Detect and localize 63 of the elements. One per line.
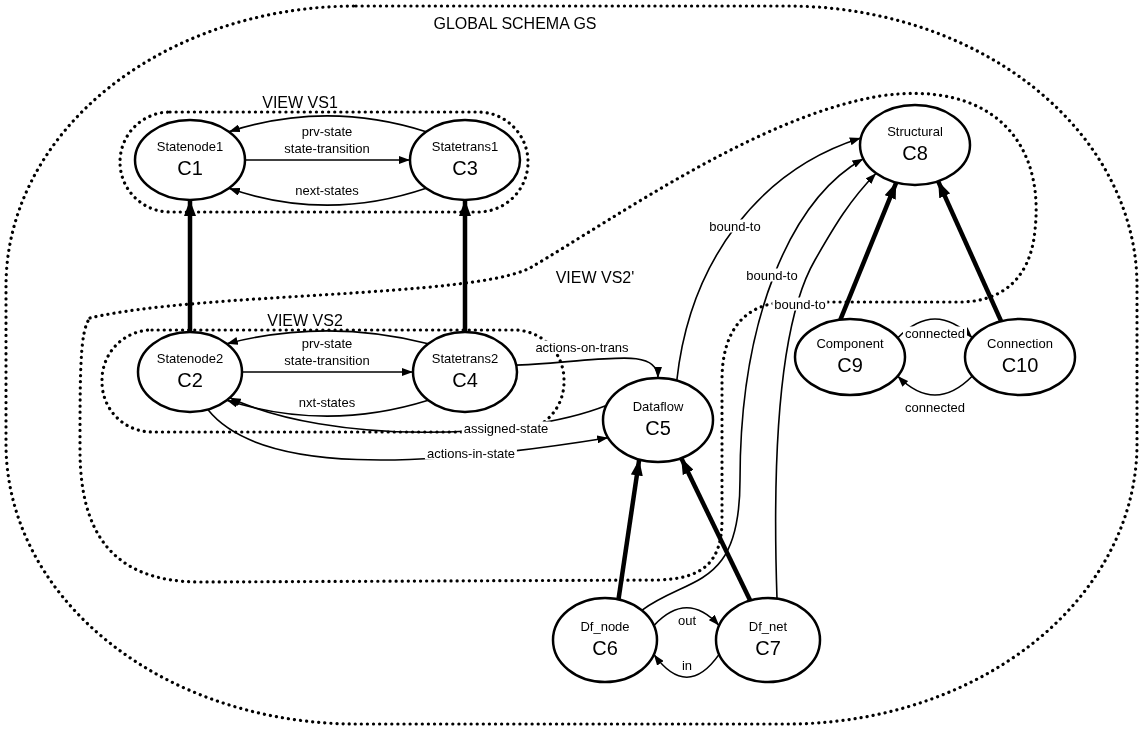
- arrow: [653, 653, 720, 678]
- region-title: VIEW VS1: [262, 93, 338, 113]
- edge-label: next-states: [293, 183, 361, 197]
- concept-ellipse: [551, 596, 659, 684]
- edge-label: actions-in-state: [424, 446, 518, 460]
- concept-ellipse: [408, 118, 522, 202]
- edge-label: state-transition: [282, 141, 372, 155]
- concept-name: Statetrans2: [431, 351, 499, 368]
- concept-id: C5: [645, 415, 671, 441]
- concept-ellipse: [963, 317, 1077, 397]
- concept-name: Statenode2: [156, 351, 224, 368]
- arrow: [641, 157, 865, 612]
- edge-label: in: [679, 658, 695, 672]
- region-title: GLOBAL SCHEMA GS: [433, 14, 597, 34]
- edge-label: connected: [903, 326, 967, 340]
- concept-id: C6: [592, 635, 618, 661]
- concept-id: C10: [1001, 352, 1039, 378]
- arrow: [228, 187, 427, 206]
- edge-label: bound-to: [772, 297, 828, 311]
- edge-label: actions-on-trans: [533, 340, 631, 354]
- concept-name: Dataflow: [632, 399, 684, 416]
- edge-label: out: [675, 613, 699, 627]
- concept-id: C8: [902, 140, 928, 166]
- arrow: [653, 607, 720, 627]
- dotted-region: [4, 4, 1139, 726]
- concept-ellipse: [411, 330, 519, 414]
- concept-id: C2: [177, 367, 203, 393]
- concept-ellipse: [601, 376, 715, 464]
- concept-id: C1: [177, 155, 203, 181]
- concept-ellipse: [133, 118, 247, 202]
- edge-label: connected: [903, 400, 967, 414]
- edge-label: assigned-state: [461, 421, 551, 435]
- arrow: [616, 459, 643, 600]
- edge-label: bound-to: [744, 268, 800, 282]
- concept-ellipse: [136, 330, 244, 414]
- arrow: [896, 375, 974, 396]
- arrow: [679, 457, 753, 602]
- arrow: [184, 200, 196, 332]
- concept-ellipse: [793, 317, 907, 397]
- concept-name: Statetrans1: [431, 139, 499, 156]
- concept-name: Statenode1: [156, 139, 224, 156]
- concept-id: C4: [452, 367, 478, 393]
- concept-name: Component: [816, 336, 884, 353]
- arrow: [459, 200, 471, 332]
- concept-name: Structural: [887, 124, 943, 141]
- arrow: [226, 399, 429, 417]
- concept-id: C3: [452, 155, 478, 181]
- concept-name: Df_node: [580, 619, 630, 636]
- region-title: VIEW VS2': [555, 268, 635, 288]
- arrow: [228, 115, 427, 133]
- concept-name: Connection: [987, 336, 1053, 353]
- edge-label: prv-state: [299, 336, 355, 350]
- edge-label: bound-to: [707, 219, 763, 233]
- region-title: VIEW VS2: [267, 311, 343, 331]
- concept-ellipse: [858, 103, 972, 187]
- concept-id: C9: [837, 352, 863, 378]
- edge-label: prv-state: [299, 124, 355, 138]
- edge-label: nxt-states: [296, 395, 358, 409]
- concept-ellipse: [714, 596, 822, 684]
- concept-name: Df_net: [748, 619, 788, 636]
- arrow: [936, 180, 1004, 323]
- edge-label: state-transition: [282, 353, 372, 367]
- concept-id: C7: [755, 635, 781, 661]
